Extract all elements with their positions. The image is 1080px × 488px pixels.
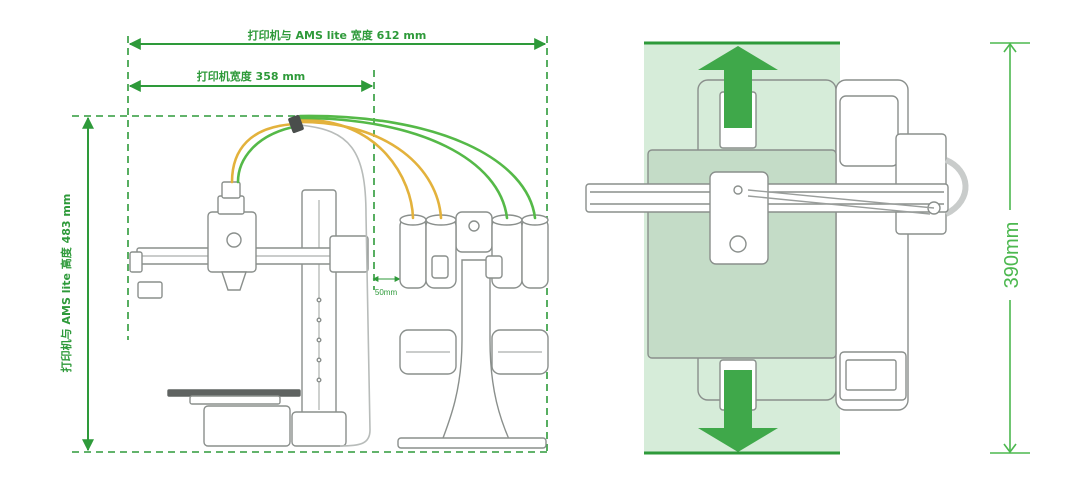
spacing-label: 50mm [375, 288, 398, 297]
filament-tubes [230, 114, 537, 220]
printer-width-label: 打印机宽度 358 mm [197, 69, 306, 83]
printer-front [129, 124, 371, 447]
front-view: 打印机与 AMS lite 宽度 612 mm 打印机宽度 358 mm 打印机… [59, 27, 549, 453]
total-width-label: 打印机与 AMS lite 宽度 612 mm [248, 28, 427, 42]
depth-dimension [990, 42, 1030, 454]
height-label: 打印机与 AMS lite 高度 483 mm [59, 194, 73, 373]
double-vertical-arrow-icon [698, 46, 778, 452]
tube-clip [288, 114, 304, 134]
printer-top [585, 79, 969, 411]
depth-label: 390mm [1001, 222, 1023, 289]
top-view: 390mm [585, 41, 1030, 455]
ams-lite [397, 211, 549, 449]
